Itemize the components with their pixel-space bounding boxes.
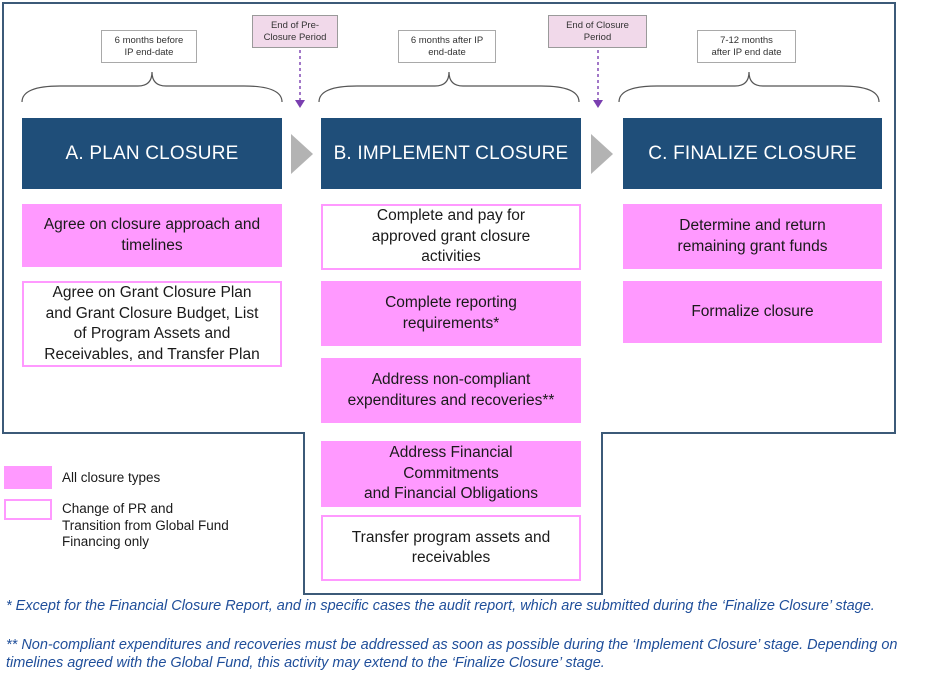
step-complete-and-pay: Complete and pay for approved grant clos… bbox=[321, 204, 581, 270]
legend-label-change-of-pr: Change of PR and Transition from Global … bbox=[62, 501, 229, 549]
pre-closure-dashed-arrow bbox=[295, 50, 305, 108]
milestone-closure: End of Closure Period bbox=[548, 15, 647, 48]
closure-dashed-arrow bbox=[593, 50, 603, 108]
legend-label-all-closure: All closure types bbox=[62, 470, 161, 485]
phase-header-plan: A. PLAN CLOSURE bbox=[22, 118, 282, 189]
step-agree-closure-approach: Agree on closure approach and timelines bbox=[22, 204, 282, 267]
step-agree-grant-closure-plan: Agree on Grant Closure Plan and Grant Cl… bbox=[22, 281, 282, 367]
legend-swatch-change-of-pr bbox=[4, 499, 52, 520]
step-complete-reporting: Complete reporting requirements* bbox=[321, 281, 581, 346]
brace-plan bbox=[21, 71, 283, 103]
brace-finalize bbox=[618, 71, 880, 103]
phase-header-finalize: C. FINALIZE CLOSURE bbox=[623, 118, 882, 189]
milestone-pre-closure: End of Pre- Closure Period bbox=[252, 15, 338, 48]
footnote-reporting: * Except for the Financial Closure Repor… bbox=[6, 598, 875, 614]
step-address-non-compliant: Address non-compliant expenditures and r… bbox=[321, 358, 581, 423]
step-address-financial-commitments: Address Financial Commitments and Financ… bbox=[321, 441, 581, 507]
chevron-implement-to-finalize bbox=[591, 134, 613, 174]
legend-swatch-all-closure bbox=[4, 466, 52, 489]
timing-label-implement: 6 months after IP end-date bbox=[398, 30, 496, 63]
timing-label-plan: 6 months before IP end-date bbox=[101, 30, 197, 63]
step-determine-return-funds: Determine and return remaining grant fun… bbox=[623, 204, 882, 269]
step-transfer-program-assets: Transfer program assets and receivables bbox=[321, 515, 581, 581]
footnote-non-compliant: ** Non-compliant expenditures and recove… bbox=[6, 637, 898, 671]
step-formalize-closure: Formalize closure bbox=[623, 281, 882, 343]
brace-implement bbox=[318, 71, 580, 103]
chevron-plan-to-implement bbox=[291, 134, 313, 174]
phase-header-implement: B. IMPLEMENT CLOSURE bbox=[321, 118, 581, 189]
timing-label-finalize: 7-12 months after IP end date bbox=[697, 30, 796, 63]
